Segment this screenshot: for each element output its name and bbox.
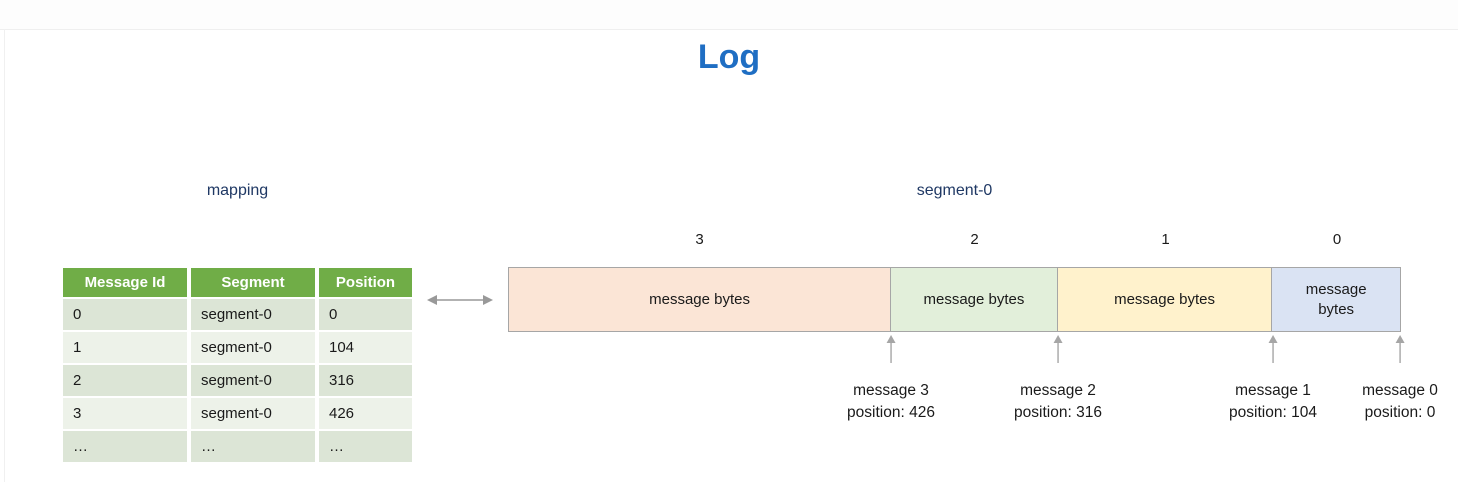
table-cell-position: 0 (319, 299, 412, 330)
table-cell-segment: segment-0 (191, 365, 315, 396)
position-marker-label: message 1 position: 104 (1229, 380, 1317, 424)
col-header-segment: Segment (191, 268, 315, 297)
table-cell-segment: segment-0 (191, 299, 315, 330)
page-title: Log (697, 38, 761, 76)
position-marker-3: message 3 position: 426 (847, 335, 935, 424)
marker-message-line: message 2 (1020, 382, 1096, 399)
table-cell-position: 426 (319, 398, 412, 429)
table-cell-message-id: 0 (63, 299, 187, 330)
slide-left-edge (4, 29, 5, 482)
block-index-3: 3 (695, 231, 704, 248)
marker-position-line: position: 426 (847, 404, 935, 421)
message-bytes-label: message bytes (1305, 280, 1367, 318)
col-header-position: Position (319, 268, 412, 297)
message-block-2: message bytes (891, 268, 1058, 331)
block-index-2: 2 (970, 231, 979, 248)
message-block-0: message bytes (1272, 268, 1400, 331)
marker-message-line: message 1 (1235, 382, 1311, 399)
table-cell-message-id: 2 (63, 365, 187, 396)
table-cell-segment: segment-0 (191, 398, 315, 429)
segment-box: message bytes message bytes message byte… (508, 267, 1401, 332)
table-cell-position: … (319, 431, 412, 462)
message-block-1: message bytes (1057, 268, 1273, 331)
top-margin-band (0, 0, 1458, 29)
position-marker-label: message 0 position: 0 (1362, 380, 1438, 424)
marker-message-line: message 3 (853, 382, 929, 399)
table-cell-segment: segment-0 (191, 332, 315, 363)
position-marker-label: message 3 position: 426 (847, 380, 935, 424)
mapping-table: Message Id Segment Position 0 segment-0 … (63, 268, 412, 462)
position-marker-label: message 2 position: 316 (1014, 380, 1102, 424)
double-arrow-icon (427, 295, 493, 305)
table-cell-message-id: … (63, 431, 187, 462)
message-block-3: message bytes (509, 268, 892, 331)
block-index-0: 0 (1332, 231, 1342, 248)
mapping-label: mapping (206, 182, 269, 199)
position-marker-2: message 2 position: 316 (1014, 335, 1102, 424)
table-cell-segment: … (191, 431, 315, 462)
message-bytes-label: message bytes (1114, 290, 1215, 308)
col-header-message-id: Message Id (63, 268, 187, 297)
segment-label: segment-0 (916, 182, 993, 199)
position-marker-1: message 1 position: 104 (1229, 335, 1317, 424)
table-cell-message-id: 3 (63, 398, 187, 429)
position-marker-0: message 0 position: 0 (1362, 335, 1438, 424)
marker-position-line: position: 0 (1364, 404, 1436, 421)
table-cell-position: 104 (319, 332, 412, 363)
marker-position-line: position: 316 (1014, 404, 1102, 421)
block-index-1: 1 (1161, 231, 1170, 248)
table-cell-message-id: 1 (63, 332, 187, 363)
up-arrow-icon (886, 335, 896, 363)
marker-position-line: position: 104 (1229, 404, 1317, 421)
message-bytes-label: message bytes (649, 290, 751, 308)
table-cell-position: 316 (319, 365, 412, 396)
block-index-row: 3 2 1 0 (508, 231, 1401, 253)
marker-message-line: message 0 (1362, 382, 1438, 399)
up-arrow-icon (1268, 335, 1278, 363)
message-bytes-label: message bytes (923, 290, 1025, 308)
up-arrow-icon (1053, 335, 1063, 363)
up-arrow-icon (1395, 335, 1405, 363)
slide-top-edge (0, 29, 1458, 30)
